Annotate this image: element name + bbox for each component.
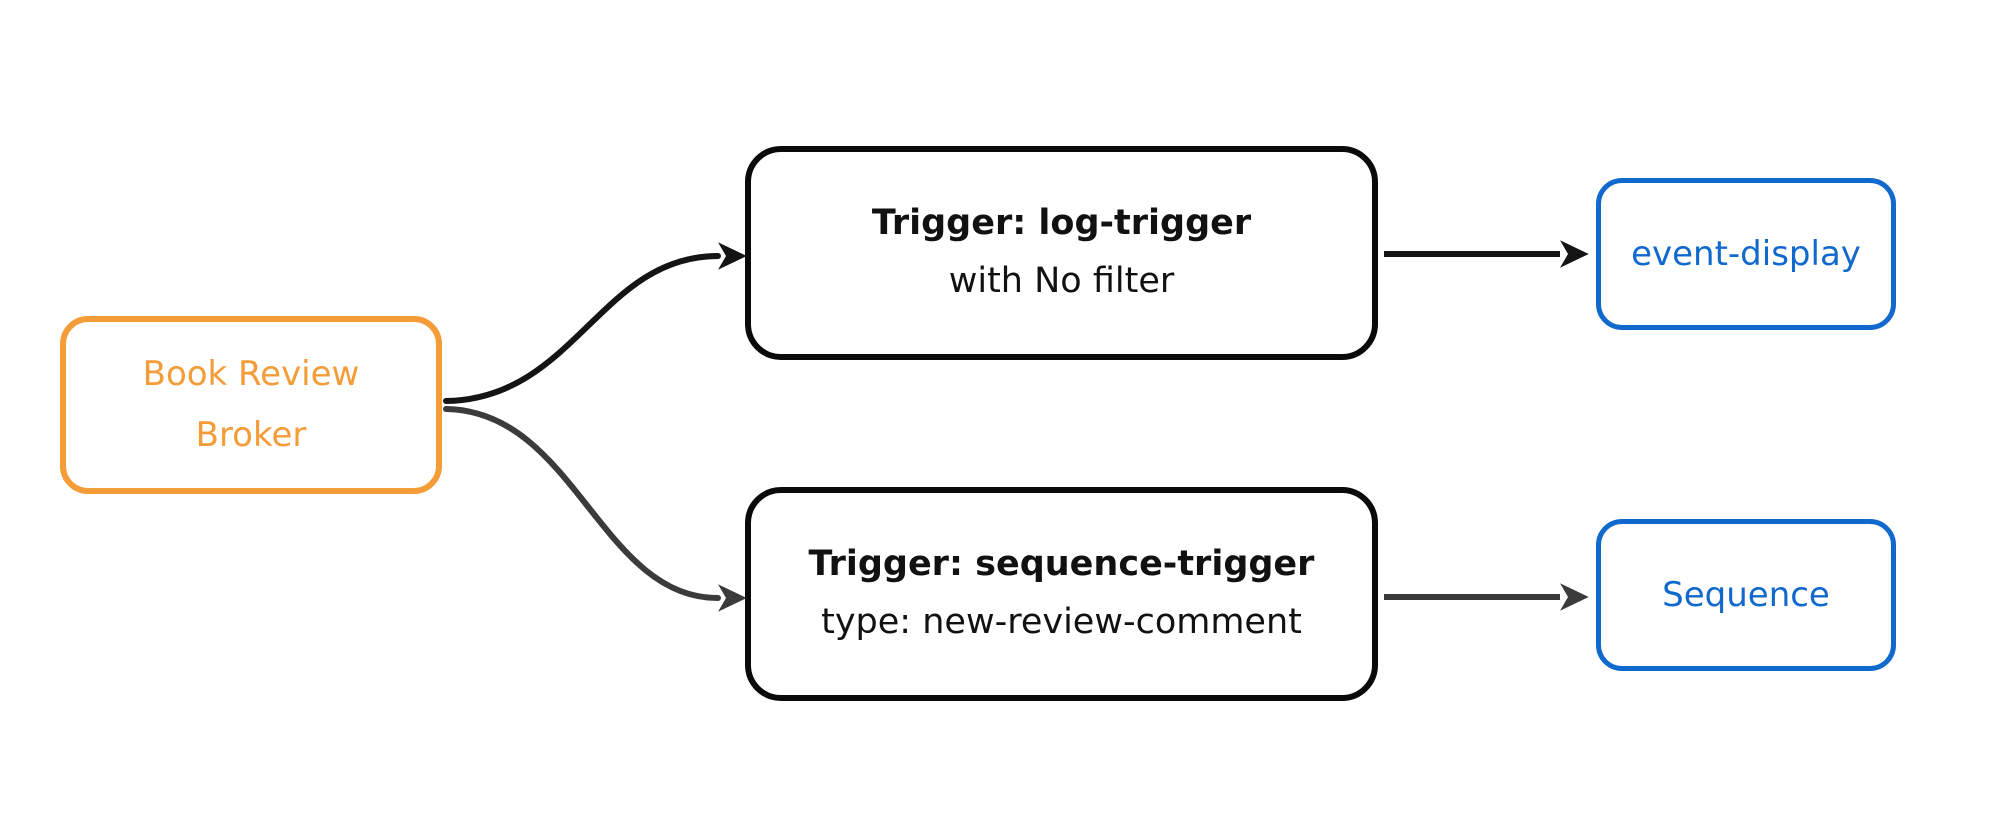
- broker-label-line2: Broker: [195, 415, 307, 455]
- node-log-trigger: Trigger: log-trigger with No filter: [745, 146, 1378, 360]
- node-sequence: Sequence: [1596, 519, 1896, 671]
- log-trigger-title: Trigger: log-trigger: [871, 203, 1252, 244]
- node-sequence-trigger: Trigger: sequence-trigger type: new-revi…: [745, 487, 1378, 701]
- edge-broker-to-sequence-trigger: [443, 406, 747, 612]
- sequence-label: Sequence: [1662, 575, 1830, 615]
- broker-label-line1: Book Review: [142, 353, 360, 394]
- node-book-review-broker: Book Review Broker: [60, 316, 442, 494]
- event-display-label: event-display: [1631, 234, 1861, 274]
- sequence-trigger-subtitle: type: new-review-comment: [821, 602, 1302, 642]
- log-trigger-subtitle: with No filter: [948, 261, 1175, 301]
- sequence-trigger-title: Trigger: sequence-trigger: [808, 544, 1315, 585]
- edge-broker-to-log-trigger: [443, 242, 747, 404]
- node-event-display: event-display: [1596, 178, 1896, 330]
